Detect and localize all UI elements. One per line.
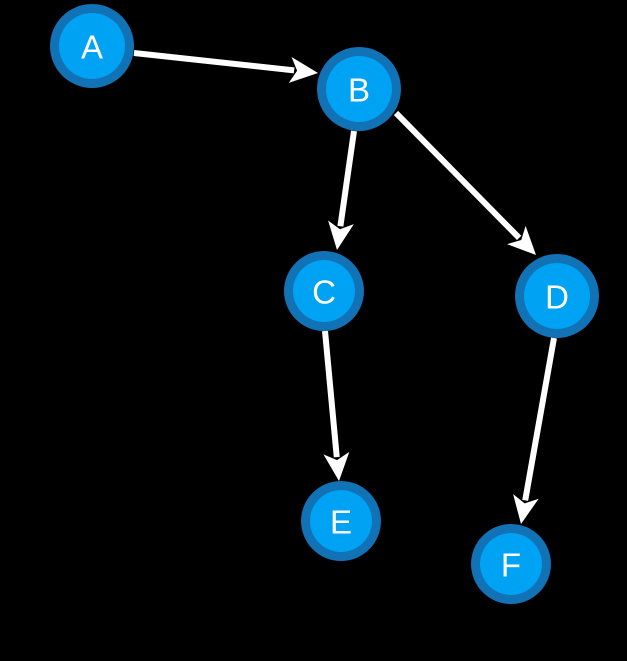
node-core xyxy=(59,13,125,79)
edges-layer xyxy=(133,50,557,524)
edge-line xyxy=(337,130,357,227)
node-core xyxy=(524,263,590,329)
edge-line xyxy=(393,110,522,241)
arrowhead-icon xyxy=(507,225,536,255)
graph-node-a[interactable]: A xyxy=(50,4,134,88)
node-label: B xyxy=(348,72,370,109)
graph-node-f[interactable]: F xyxy=(471,524,551,604)
edge-line xyxy=(522,337,557,501)
graph-node-d[interactable]: D xyxy=(515,254,599,338)
edge-line xyxy=(322,330,340,458)
edge-c-to-e xyxy=(322,330,350,481)
node-label: A xyxy=(81,29,103,66)
arrowhead-icon xyxy=(288,57,318,83)
edge-a-to-b xyxy=(133,50,318,83)
graph-node-b[interactable]: B xyxy=(317,47,401,131)
arrowhead-icon xyxy=(323,451,350,481)
node-label: D xyxy=(545,279,569,316)
node-label: F xyxy=(501,547,521,584)
node-label: E xyxy=(330,504,352,541)
arrowhead-icon xyxy=(513,494,539,524)
graph-node-e[interactable]: E xyxy=(301,481,381,561)
edge-d-to-f xyxy=(513,337,557,524)
arrowhead-icon xyxy=(328,220,354,250)
node-core xyxy=(310,490,372,552)
node-core xyxy=(480,533,542,595)
node-core xyxy=(326,56,392,122)
nodes-layer: A B C D E F xyxy=(50,4,599,604)
node-core xyxy=(293,260,355,322)
node-label: C xyxy=(312,274,336,311)
edge-b-to-d xyxy=(393,110,536,255)
edge-b-to-c xyxy=(328,130,357,250)
edge-line xyxy=(133,50,295,74)
graph-node-c[interactable]: C xyxy=(284,251,364,331)
